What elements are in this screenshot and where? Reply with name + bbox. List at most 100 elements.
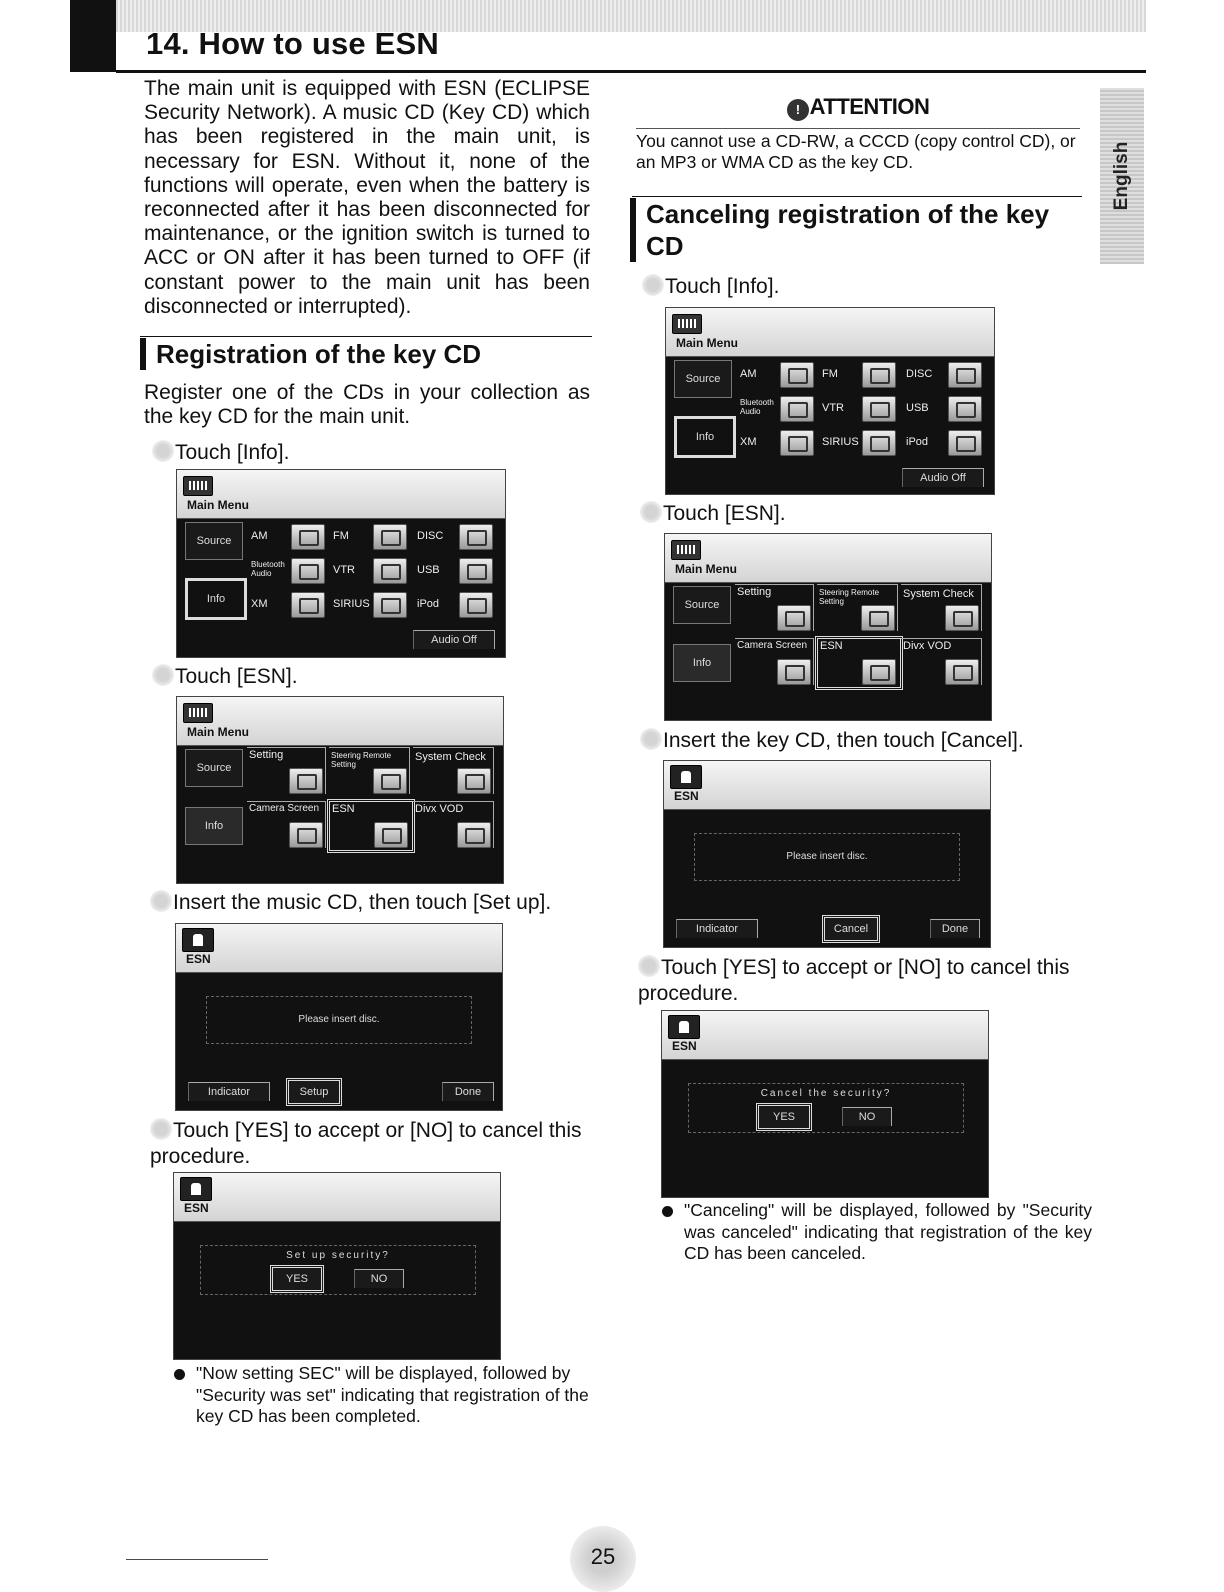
attention-box: !ATTENTION You cannot use a CD-RW, a CCC…: [636, 94, 1080, 173]
ipod-label[interactable]: iPod: [417, 598, 440, 610]
source-button[interactable]: Source: [185, 749, 243, 787]
left-step-2: Touch [ESN].: [152, 664, 592, 690]
disc-label[interactable]: DISC: [906, 368, 933, 380]
right-step-3: Insert the key CD, then touch [Cancel].: [640, 728, 1080, 754]
am-label[interactable]: AM: [251, 530, 268, 542]
source-button[interactable]: Source: [674, 360, 732, 398]
step-number-icon: [642, 274, 664, 296]
source-button[interactable]: Source: [185, 522, 243, 560]
lock-icon: [182, 928, 214, 952]
esn-button[interactable]: ESN: [327, 799, 415, 853]
step-text: Insert the key CD, then touch [Cancel].: [663, 729, 1024, 752]
divx-vod-button[interactable]: Divx VOD: [413, 801, 494, 848]
usb-label[interactable]: USB: [906, 402, 929, 414]
yes-button[interactable]: YES: [756, 1103, 812, 1131]
divx-vod-button[interactable]: Divx VOD: [901, 638, 982, 685]
step-number-icon: [150, 1118, 172, 1140]
disc-icon: [457, 822, 491, 848]
disc-icon: [948, 362, 982, 388]
screen-title: Main Menu: [187, 725, 249, 739]
fm-label[interactable]: FM: [333, 530, 349, 542]
done-button[interactable]: Done: [930, 919, 980, 938]
sirius-label[interactable]: SIRIUS: [333, 598, 370, 610]
car-icon: [457, 768, 491, 794]
no-button[interactable]: NO: [842, 1107, 892, 1126]
ipod-label[interactable]: iPod: [906, 436, 929, 448]
camera-icon: [777, 659, 811, 685]
language-side-tab: English: [1100, 88, 1144, 264]
message-box: Please insert disc.: [694, 833, 960, 881]
left-step-1: Touch [Info].: [152, 440, 592, 466]
bluetooth-icon: [780, 396, 814, 422]
confirm-question: Set up security?: [286, 1250, 390, 1261]
system-check-button[interactable]: System Check: [901, 584, 982, 631]
vtr-icon: [862, 396, 896, 422]
camera-screen-button[interactable]: Camera Screen: [735, 638, 814, 685]
right-step-4: Touch [YES] to accept or [NO] to cancel …: [638, 955, 1078, 1007]
ipod-icon: [948, 430, 982, 456]
setting-icon: [777, 605, 811, 631]
sirius-label[interactable]: SIRIUS: [822, 436, 859, 448]
ipod-icon: [459, 592, 493, 618]
screenshot-cancel-confirm: ESN Cancel the security? YES NO: [661, 1010, 989, 1198]
radio-icon: [780, 362, 814, 388]
no-button[interactable]: NO: [354, 1269, 404, 1288]
step-text: Insert the music CD, then touch [Set up]…: [173, 891, 552, 914]
system-check-button[interactable]: System Check: [413, 747, 494, 794]
right-note: "Canceling" will be displayed, followed …: [662, 1200, 1092, 1265]
attention-title: ATTENTION: [809, 94, 930, 119]
menu-icon: [183, 476, 213, 496]
disc-label[interactable]: DISC: [417, 530, 444, 542]
satellite-icon: [780, 430, 814, 456]
source-button[interactable]: Source: [673, 586, 731, 624]
step-number-icon: [638, 955, 660, 977]
step-number-icon: [152, 664, 174, 686]
setting-button[interactable]: Setting: [735, 584, 814, 631]
xm-label[interactable]: XM: [740, 436, 757, 448]
setting-button[interactable]: Setting: [247, 747, 326, 794]
usb-label[interactable]: USB: [417, 564, 440, 576]
step-number-icon: [152, 440, 174, 462]
steering-wheel-icon: [373, 768, 407, 794]
screenshot-main-menu-audio-2: Main Menu Source Info AM FM DISC Bluetoo…: [665, 307, 995, 495]
audio-off-button[interactable]: Audio Off: [902, 468, 984, 487]
indicator-button[interactable]: Indicator: [676, 919, 758, 938]
lock-icon: [670, 765, 702, 789]
esn-button[interactable]: ESN: [815, 636, 903, 690]
audio-off-button[interactable]: Audio Off: [413, 630, 495, 649]
screen-title: Main Menu: [187, 498, 249, 512]
info-button[interactable]: Info: [185, 578, 247, 620]
cancel-button[interactable]: Cancel: [822, 915, 880, 943]
screen-title: ESN: [186, 952, 211, 966]
disc-icon: [945, 659, 979, 685]
section-rule: [632, 196, 1082, 197]
confirm-box: Cancel the security?: [688, 1083, 964, 1133]
lock-icon: [374, 822, 408, 848]
bullet-icon: [662, 1206, 673, 1217]
radio-icon: [373, 524, 407, 550]
screen-title: ESN: [672, 1039, 697, 1053]
menu-icon: [183, 703, 213, 723]
fm-label[interactable]: FM: [822, 368, 838, 380]
message-box: Please insert disc.: [206, 996, 472, 1044]
info-button[interactable]: Info: [674, 416, 736, 458]
yes-button[interactable]: YES: [270, 1265, 324, 1293]
vtr-label[interactable]: VTR: [333, 564, 355, 576]
satellite-icon: [373, 592, 407, 618]
left-step-3: Insert the music CD, then touch [Set up]…: [150, 890, 590, 916]
vtr-label[interactable]: VTR: [822, 402, 844, 414]
camera-screen-button[interactable]: Camera Screen: [247, 801, 326, 848]
xm-label[interactable]: XM: [251, 598, 268, 610]
info-button[interactable]: Info: [185, 807, 243, 845]
done-button[interactable]: Done: [442, 1082, 494, 1101]
info-button[interactable]: Info: [673, 644, 731, 682]
setup-button[interactable]: Setup: [286, 1078, 342, 1106]
indicator-button[interactable]: Indicator: [188, 1082, 270, 1101]
am-label[interactable]: AM: [740, 368, 757, 380]
side-tab-label: English: [1111, 141, 1132, 211]
screenshot-main-menu-info: Main Menu Source Info Setting Steering R…: [176, 696, 504, 884]
